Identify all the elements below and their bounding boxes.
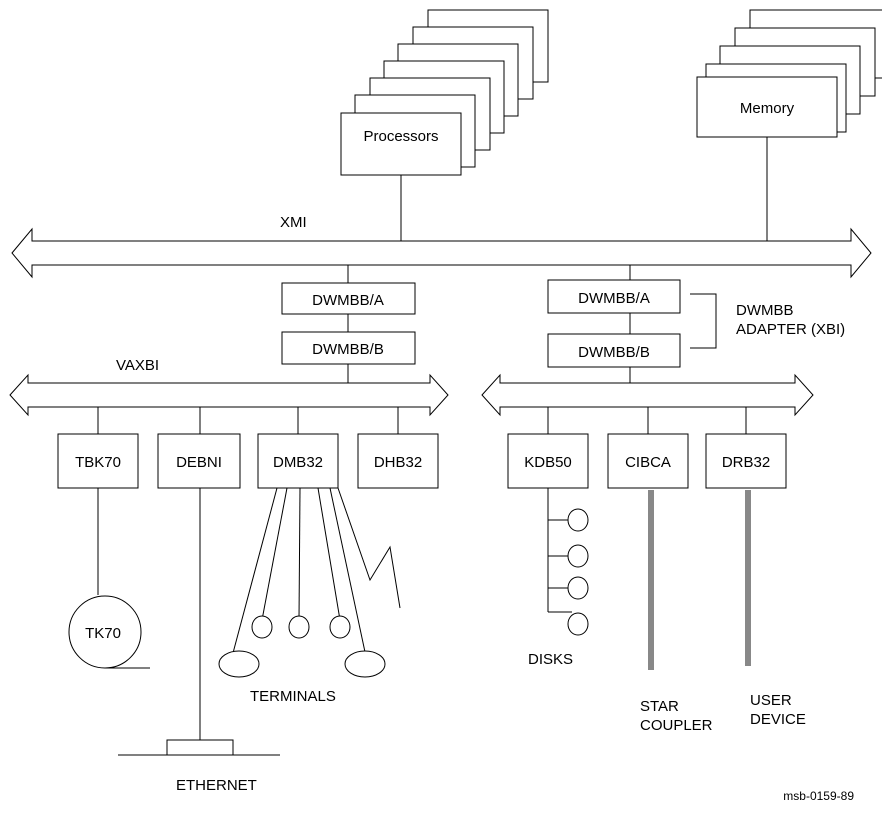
star-coupler-label-line2: COUPLER [640, 717, 713, 734]
terminal-icon [288, 615, 310, 639]
adapter-label-line2: ADAPTER (XBI) [736, 321, 845, 338]
user-device-label-line2: DEVICE [750, 711, 806, 728]
dwmbb-a-right-label: DWMBB/A [578, 290, 650, 307]
dwmbb-b-left-label: DWMBB/B [312, 341, 384, 358]
figure-id: msb-0159-89 [783, 789, 854, 803]
vaxbi-label: VAXBI [116, 357, 159, 374]
vaxbi-right-bus [481, 373, 814, 417]
dhb32-box [357, 433, 439, 489]
terminals-label: TERMINALS [250, 688, 336, 705]
disk-icon [567, 576, 589, 600]
debni-label: DEBNI [176, 454, 222, 471]
processors-label: Processors [363, 128, 438, 145]
terminal-icon [329, 615, 351, 639]
cibca-label: CIBCA [625, 454, 671, 471]
tbk70-box [57, 433, 139, 489]
terminal-icon [218, 650, 260, 678]
user-device-label-line1: USER [750, 692, 792, 709]
memory-box [696, 76, 838, 138]
star-coupler-label-line1: STAR [640, 698, 679, 715]
dwmbb-a-right-box [547, 279, 681, 314]
xmi-label: XMI [280, 214, 307, 231]
dmb32-label: DMB32 [273, 454, 323, 471]
memory-label: Memory [740, 100, 795, 117]
disk-icon [567, 544, 589, 568]
tbk70-label: TBK70 [75, 454, 121, 471]
vaxbi-left-bus [9, 373, 449, 417]
dwmbb-b-right-box [547, 333, 681, 368]
ethernet-label: ETHERNET [176, 777, 257, 794]
kdb50-label: KDB50 [524, 454, 572, 471]
cibca-box [607, 433, 689, 489]
terminals-group [218, 487, 401, 678]
adapter-bracket [690, 293, 717, 349]
dmb32-box [257, 433, 339, 489]
disk-icon [567, 612, 589, 636]
xmi-bus [11, 227, 872, 279]
disks-group [547, 488, 589, 636]
ethernet-transceiver [166, 739, 234, 756]
terminal-icon [251, 615, 273, 639]
processors-stack: Processors [340, 9, 549, 176]
kdb50-box [507, 433, 589, 489]
disks-label: DISKS [528, 651, 573, 668]
dwmbb-b-right-label: DWMBB/B [578, 344, 650, 361]
memory-stack: Memory [696, 9, 882, 138]
terminal-icon [344, 650, 386, 678]
disk-icon [567, 508, 589, 532]
drb32-label: DRB32 [722, 454, 770, 471]
drb32-box [705, 433, 787, 489]
debni-box [157, 433, 241, 489]
dhb32-label: DHB32 [374, 454, 422, 471]
adapter-label-line1: DWMBB [736, 302, 794, 319]
tk70-label: TK70 [85, 625, 121, 642]
dwmbb-a-left-box [281, 282, 416, 315]
dwmbb-a-left-label: DWMBB/A [312, 292, 384, 309]
